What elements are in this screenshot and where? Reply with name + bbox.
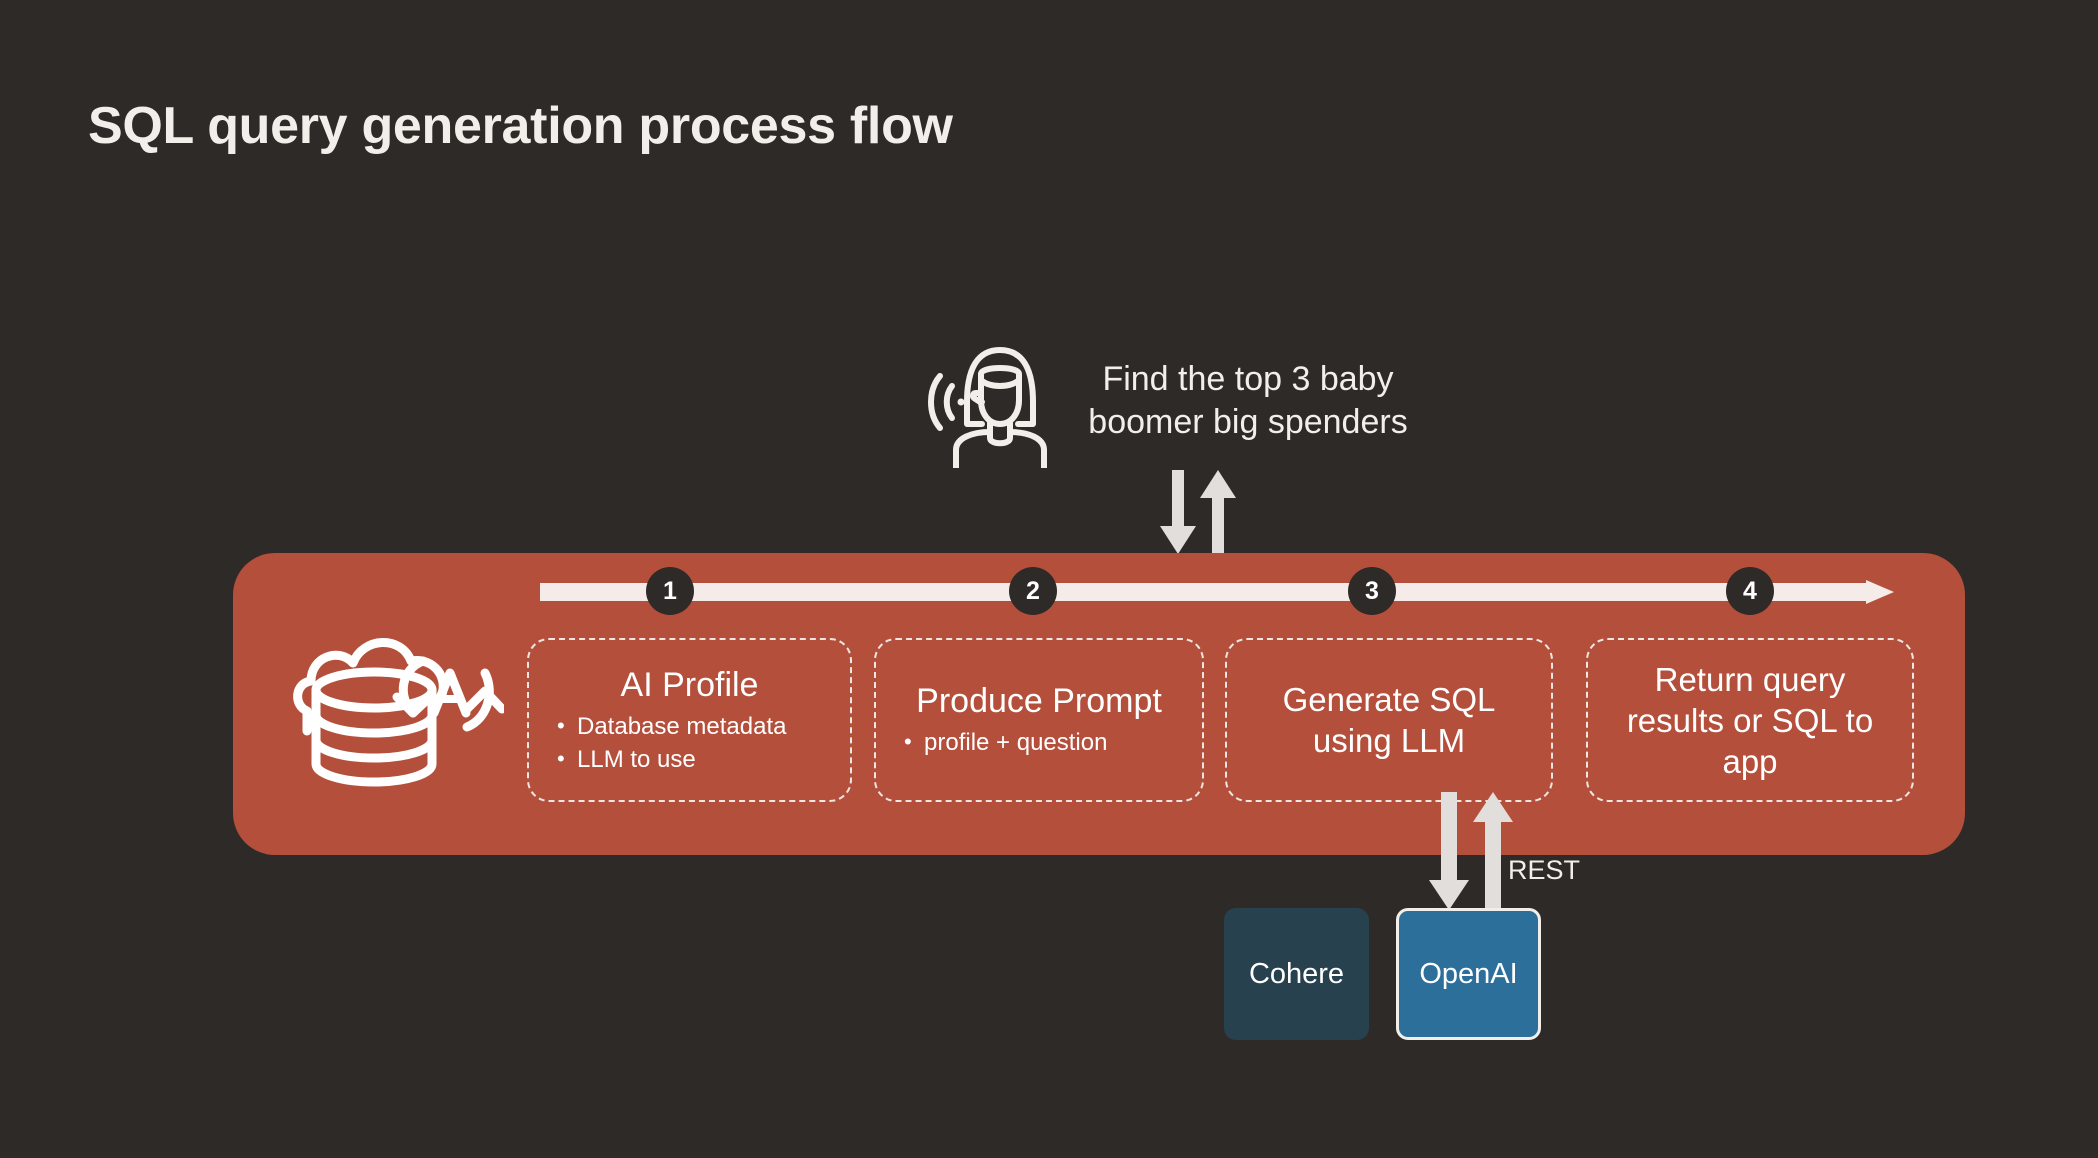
step-title: Produce Prompt xyxy=(916,682,1162,720)
rest-protocol-label: REST xyxy=(1508,855,1581,885)
rest-call-arrows-bottom xyxy=(1425,792,1521,912)
step-bullet: profile + question xyxy=(904,725,1107,759)
step-number-1: 1 xyxy=(646,567,694,615)
llm-provider-openai[interactable]: OpenAI xyxy=(1396,908,1541,1040)
step-bullet: LLM to use xyxy=(557,742,786,776)
user-question-text: Find the top 3 baby boomer big spenders xyxy=(1088,360,1408,441)
step-box-produce-prompt[interactable]: Produce Prompt profile + question xyxy=(874,638,1204,802)
person-with-headset-icon xyxy=(920,338,1060,471)
autonomous-database-ai-icon xyxy=(289,613,507,798)
step-bullet-list: Database metadata LLM to use xyxy=(543,709,786,776)
step-box-ai-profile[interactable]: AI Profile Database metadata LLM to use xyxy=(527,638,852,802)
right-arrow-track xyxy=(540,580,1894,604)
step-title: Generate SQL using LLM xyxy=(1282,681,1496,759)
step-box-return-results[interactable]: Return query results or SQL to app xyxy=(1586,638,1914,802)
step-title: AI Profile xyxy=(620,665,759,704)
llm-provider-cohere[interactable]: Cohere xyxy=(1224,908,1369,1040)
step-bullet: Database metadata xyxy=(557,709,786,743)
step-number-4: 4 xyxy=(1726,567,1774,615)
llm-provider-label: Cohere xyxy=(1248,957,1345,990)
page-title: SQL query generation process flow xyxy=(88,97,953,155)
step-box-generate-sql[interactable]: Generate SQL using LLM xyxy=(1225,638,1553,802)
llm-provider-label: OpenAI xyxy=(1419,957,1518,990)
step-number-3: 3 xyxy=(1348,567,1396,615)
step-number-2: 2 xyxy=(1009,567,1057,615)
step-bullet-list: profile + question xyxy=(890,725,1107,759)
autonomous-database-platform xyxy=(233,553,1965,855)
request-response-arrows-top xyxy=(1150,470,1246,556)
step-title: Return query results or SQL to app xyxy=(1626,660,1874,780)
